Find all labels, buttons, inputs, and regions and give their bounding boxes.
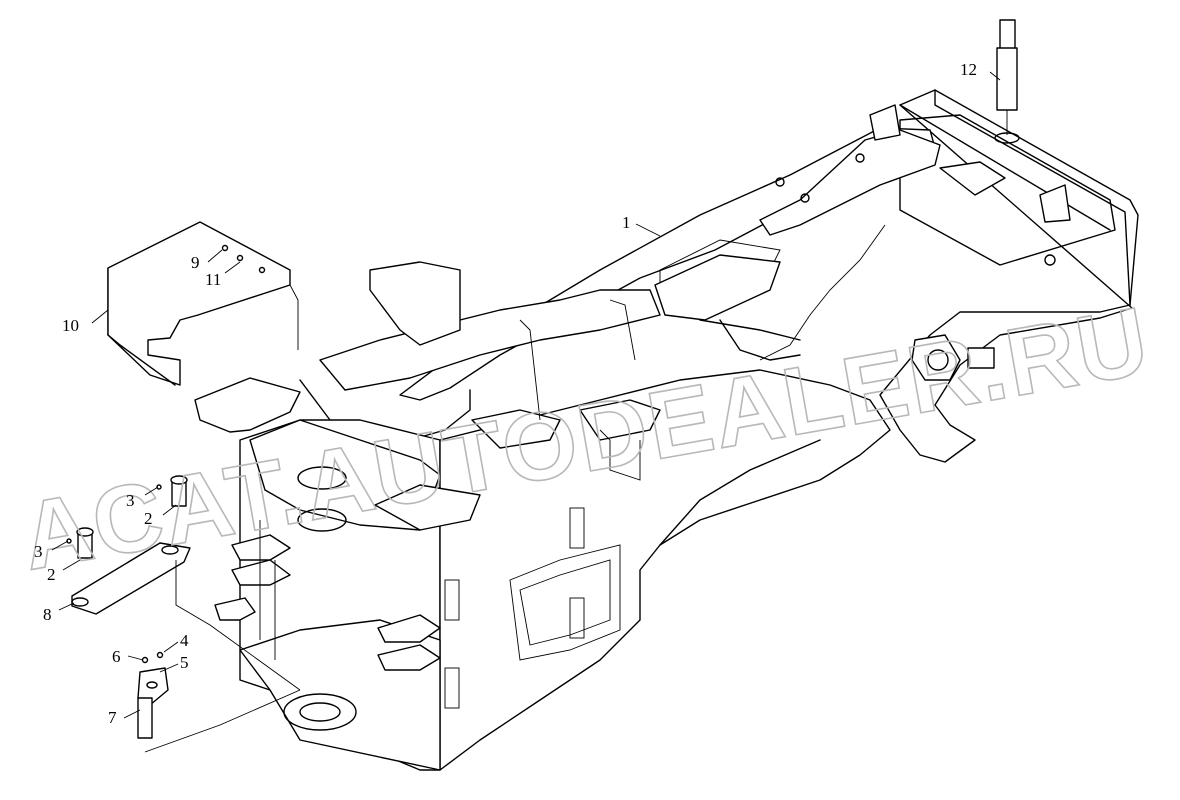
rear-pin [994,19,1020,144]
callout-4: 4 [180,631,189,650]
tow-bracket [911,334,961,381]
callout-leaders [51,71,1001,719]
link-rod [71,542,301,691]
callout-7: 7 [108,708,117,727]
callout-3a: 3 [126,491,135,510]
callout-8: 8 [43,605,52,624]
callout-12: 12 [960,60,977,79]
callout-10: 10 [62,316,79,335]
pins [66,475,188,559]
callout-labels: 1 2 2 3 3 4 5 6 7 8 9 10 11 12 [34,60,977,727]
callout-11: 11 [205,270,221,289]
callout-2a: 2 [144,509,153,528]
callout-5: 5 [180,653,189,672]
callout-2b: 2 [47,565,56,584]
cover-plate [107,221,299,386]
callout-1: 1 [622,213,631,232]
callout-6: 6 [112,647,121,666]
callout-3b: 3 [34,542,43,561]
callout-9: 9 [191,253,200,272]
